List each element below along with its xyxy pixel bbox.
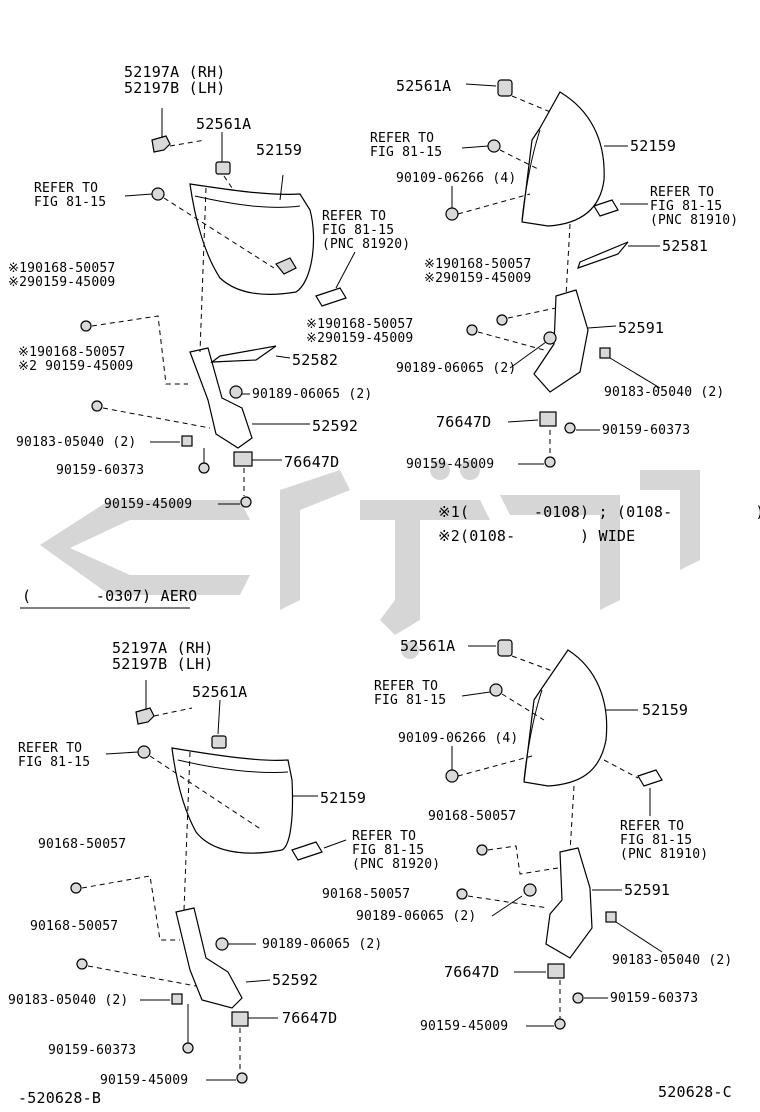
label-52159-q4: 52159 — [642, 701, 689, 719]
label-90159-60373-q3: 90159-60373 — [48, 1043, 137, 1058]
label-90168-b-q3: 90168-50057 — [30, 919, 119, 934]
label-star-a-q1: ※190168-50057 ※290159-45009 — [8, 261, 116, 290]
label-90159-45009-q1: 90159-45009 — [104, 497, 193, 512]
label-90189-q3: 90189-06065 (2) — [262, 937, 383, 952]
label-52197-q3: 52197A (RH) 52197B (LH) — [112, 639, 214, 673]
label-52561a-q1: 52561A — [196, 115, 252, 133]
q2-art — [445, 79, 661, 468]
cover-refer-q1 — [315, 287, 347, 307]
label-90189-q4: 90189-06065 (2) — [356, 909, 477, 924]
label-90183-q1: 90183-05040 (2) — [16, 435, 137, 450]
label-52592-q3: 52592 — [272, 971, 319, 989]
label-52591-q2: 52591 — [618, 319, 665, 337]
label-refer-pnc-q1: REFER TO FIG 81-15 (PNC 81920) — [322, 209, 411, 252]
label-90189-q2: 90189-06065 (2) — [396, 361, 517, 376]
sensor-52197 — [151, 135, 171, 153]
note-2: ※2(0108- ) WIDE — [438, 527, 636, 545]
bracket-52591-q4 — [545, 847, 593, 959]
label-refer-pnc-q4: REFER TO FIG 81-15 (PNC 81910) — [620, 819, 709, 862]
label-90168-a-q4: 90168-50057 — [428, 809, 517, 824]
label-refer-fig-q3: REFER TO FIG 81-15 — [18, 741, 91, 770]
label-90183-q4: 90183-05040 (2) — [612, 953, 733, 968]
label-76647d-q4: 76647D — [444, 963, 500, 981]
label-refer-fig-q1: REFER TO FIG 81-15 — [34, 181, 107, 210]
trim-52582 — [210, 345, 277, 363]
label-90159-45009-q4: 90159-45009 — [420, 1019, 509, 1034]
label-refer-pnc-q2: REFER TO FIG 81-15 (PNC 81910) — [650, 185, 739, 228]
label-90159-45009-q3: 90159-45009 — [100, 1073, 189, 1088]
clip-76647d-q1 — [233, 451, 253, 467]
bumper-52159-q3 — [171, 747, 294, 854]
label-90183-q3: 90183-05040 (2) — [8, 993, 129, 1008]
q4-art — [445, 639, 663, 1030]
bracket-52591 — [533, 289, 589, 393]
label-52159-q3: 52159 — [320, 789, 367, 807]
label-76647d-q2: 76647D — [436, 413, 492, 431]
bracket-52592 — [189, 347, 253, 449]
label-refer-pnc-q3: REFER TO FIG 81-15 (PNC 81920) — [352, 829, 441, 872]
label-refer-fig-q4: REFER TO FIG 81-15 — [374, 679, 447, 708]
label-52159-q1: 52159 — [256, 141, 303, 159]
label-90168-b-q4: 90168-50057 — [322, 887, 411, 902]
clip-52561a — [215, 161, 231, 175]
label-star-mid-q2: ※190168-50057 ※290159-45009 — [306, 317, 414, 346]
note-1: ※1( -0108) ; (0108- ) X — [438, 503, 760, 521]
diagram-code-c: 520628-C — [658, 1083, 732, 1101]
label-90159-60373-q1: 90159-60373 — [56, 463, 145, 478]
label-refer-fig-q2: REFER TO FIG 81-15 — [370, 131, 443, 160]
diagram-code-b: -520628-B — [18, 1089, 102, 1107]
clip-52561a-q2 — [497, 79, 513, 97]
label-52561a-q3: 52561A — [192, 683, 248, 701]
label-52561a-q4: 52561A — [400, 637, 456, 655]
label-90189-q1: 90189-06065 (2) — [252, 387, 373, 402]
label-90109-q2: 90109-06266 (4) — [396, 171, 517, 186]
trim-52581 — [577, 241, 629, 269]
label-star-b-q1: ※190168-50057 ※2 90159-45009 — [18, 345, 134, 374]
label-90159-60373-q4: 90159-60373 — [610, 991, 699, 1006]
label-90159-60373-q2: 90159-60373 — [602, 423, 691, 438]
label-52591-q4: 52591 — [624, 881, 671, 899]
bracket-52592-q3 — [175, 907, 243, 1009]
label-76647d-q1: 76647D — [284, 453, 340, 471]
q3-art — [70, 680, 347, 1084]
label-90159-45009-q2: 90159-45009 — [406, 457, 495, 472]
label-52592-q1: 52592 — [312, 417, 359, 435]
label-52159-q2: 52159 — [630, 137, 677, 155]
label-90183-q2: 90183-05040 (2) — [604, 385, 725, 400]
bumper-52159-q2 — [521, 91, 605, 227]
bumper-52159-q4 — [523, 649, 608, 787]
sensor-52197-q3 — [135, 707, 155, 725]
clip-76647d-q2 — [539, 411, 557, 427]
label-90109-q4: 90109-06266 (4) — [398, 731, 519, 746]
bolt-refer-q1 — [151, 187, 165, 201]
note-aero: ( -0307) AERO — [22, 587, 198, 605]
label-52561a-q2: 52561A — [396, 77, 452, 95]
label-52581: 52581 — [662, 237, 709, 255]
label-90168-a-q3: 90168-50057 — [38, 837, 127, 852]
bumper-52159 — [189, 183, 315, 295]
q1-art — [20, 108, 356, 609]
label-52582: 52582 — [292, 351, 339, 369]
label-76647d-q3: 76647D — [282, 1009, 338, 1027]
label-star-top-q2: ※190168-50057 ※290159-45009 — [424, 257, 532, 286]
label-52197-q1: 52197A (RH) 52197B (LH) — [124, 63, 226, 97]
